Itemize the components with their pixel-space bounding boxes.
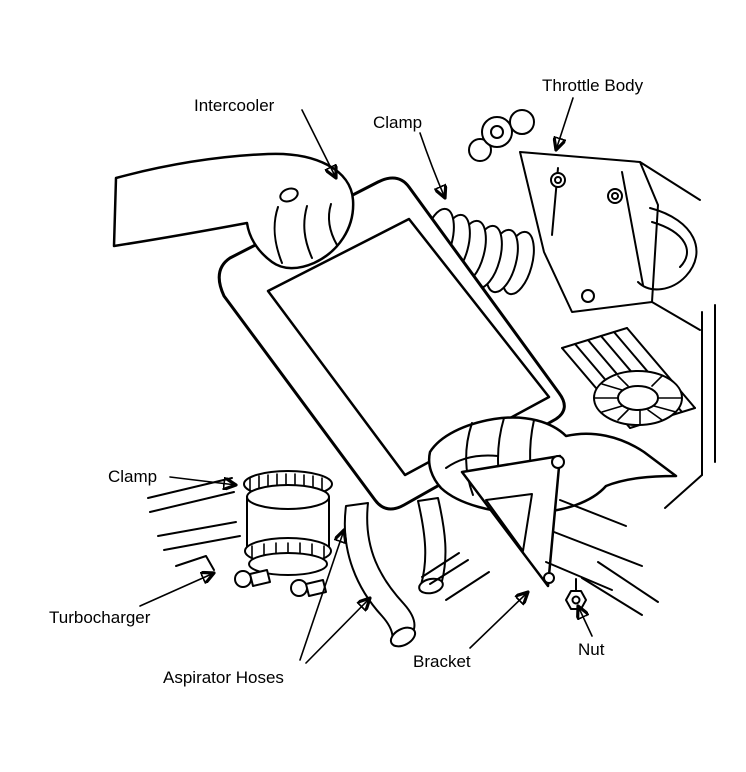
pipes-left-drawing	[147, 477, 241, 571]
bracket-drawing	[421, 454, 643, 601]
label-clamp-upper: Clamp	[373, 113, 423, 132]
label-aspirator-hoses: Aspirator Hoses	[163, 668, 284, 687]
upper-hand-drawing	[112, 152, 355, 270]
arrow-bracket	[469, 592, 528, 649]
nut-drawing	[565, 578, 587, 610]
label-intercooler: Intercooler	[194, 96, 275, 115]
label-turbocharger: Turbocharger	[49, 608, 151, 627]
label-clamp-lower: Clamp	[108, 467, 158, 486]
label-bracket: Bracket	[413, 652, 471, 671]
arrow-clamp-lower	[169, 476, 236, 485]
heat-shield-drawing	[561, 327, 696, 429]
aspirator-hoses-drawing	[343, 497, 447, 648]
label-throttle-body: Throttle Body	[542, 76, 644, 95]
fingernail	[279, 187, 299, 203]
throttle-body-drawing	[468, 109, 698, 313]
arrow-aspirator-hose-2	[305, 598, 370, 664]
arrow-throttle-body	[556, 97, 574, 150]
turbocharger-drawing	[234, 470, 333, 597]
leader-arrows	[139, 97, 593, 664]
arrow-turbocharger	[139, 573, 214, 607]
label-nut: Nut	[578, 640, 605, 659]
engine-block-lines	[581, 161, 716, 616]
arrow-intercooler	[301, 109, 336, 178]
arrow-aspirator-hose-1	[299, 530, 344, 661]
arrow-nut	[578, 606, 593, 637]
arrow-clamp-upper	[419, 132, 445, 198]
